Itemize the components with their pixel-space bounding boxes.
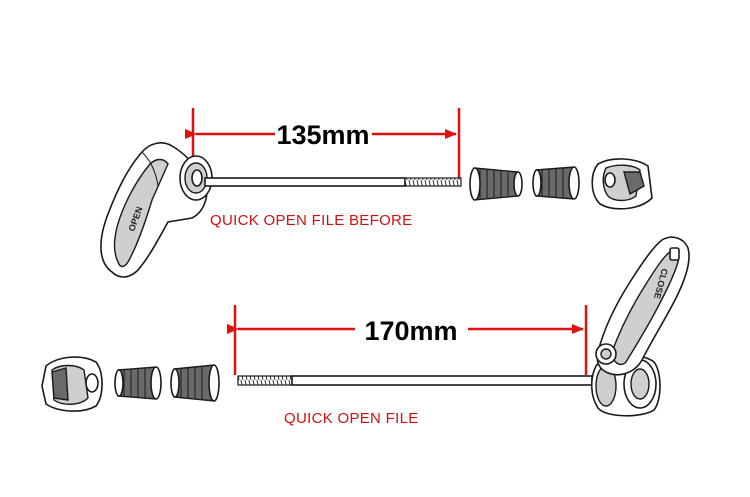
bottom-assembly: 170mm bbox=[41, 236, 690, 427]
bottom-caption: QUICK OPEN FILE bbox=[284, 410, 419, 427]
top-skewer-rod bbox=[204, 177, 462, 187]
top-end-nut bbox=[591, 158, 653, 210]
bottom-end-nut bbox=[41, 356, 103, 412]
top-spring-2 bbox=[532, 166, 580, 200]
bottom-skewer-rod bbox=[237, 375, 593, 386]
top-dimension: 135mm bbox=[185, 108, 461, 200]
bottom-dimension: 170mm bbox=[227, 305, 588, 375]
bottom-spring-2 bbox=[170, 364, 220, 402]
top-spring-1 bbox=[469, 167, 523, 201]
top-dimension-label: 135mm bbox=[276, 120, 369, 150]
top-assembly: 135mm OPEN bbox=[100, 108, 653, 278]
top-lever: OPEN bbox=[100, 142, 213, 278]
bottom-dimension-label: 170mm bbox=[364, 316, 457, 346]
bottom-lever: CLOSE bbox=[595, 236, 690, 376]
bottom-spring-1 bbox=[114, 366, 162, 400]
top-caption: QUICK OPEN FILE BEFORE bbox=[210, 212, 412, 229]
